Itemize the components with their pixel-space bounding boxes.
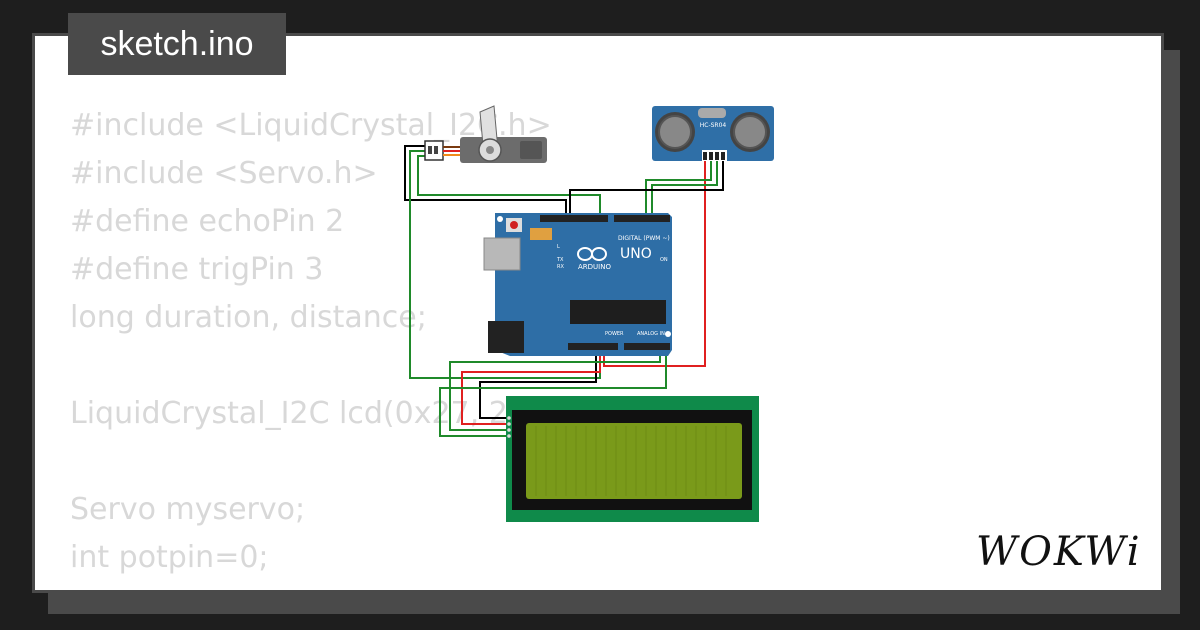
wire-servo-signal — [417, 155, 601, 218]
code-preview: #include <LiquidCrystal_I2C.h>#include <… — [70, 102, 587, 590]
ultrasonic-sensor[interactable]: HC-SR04 — [652, 106, 774, 161]
code-line: LiquidCrystal_I2C lcd(0x27, 20, 4); — [70, 396, 587, 431]
lcd-cell-grid — [535, 426, 727, 496]
power-header-label: POWER — [605, 331, 624, 337]
analog-header-label: ANALOG IN — [637, 331, 665, 337]
code-line: #define echoPin 2 — [70, 204, 345, 239]
rx-label: RX — [557, 264, 564, 270]
file-tab-title: sketch.ino — [68, 13, 286, 75]
arduino-uno-board[interactable]: DIGITAL (PWM ~) UNO ARDUINO TX RX ON L P… — [483, 213, 672, 356]
digital-header-label: DIGITAL (PWM ~) — [618, 235, 670, 242]
wire-lcd-sda — [449, 348, 661, 431]
servo-motor[interactable] — [424, 105, 547, 163]
on-label: ON — [660, 257, 668, 263]
wire-lcd-scl — [439, 348, 667, 437]
wire-sensor-gnd — [569, 160, 724, 218]
board-brand: ARDUINO — [578, 263, 611, 271]
code-line: int potpin=0; — [70, 540, 269, 575]
l-label: L — [557, 244, 560, 250]
tx-label: TX — [556, 257, 564, 263]
wire-servo-gnd — [404, 145, 567, 218]
code-line: #include <Servo.h> — [70, 156, 378, 191]
code-line: #define trigPin 3 — [70, 252, 324, 287]
sensor-label: HC-SR04 — [700, 122, 727, 129]
lcd-display[interactable] — [506, 396, 759, 522]
code-line: long duration, distance; — [70, 300, 427, 335]
arduino-logo-icon — [577, 247, 607, 261]
wire-sensor-echo — [651, 160, 718, 218]
code-line: int val=0; — [70, 582, 587, 590]
board-model: UNO — [620, 246, 652, 262]
wire-lcd-gnd — [479, 348, 597, 419]
code-line: Servo myservo; — [70, 492, 306, 527]
wire-sensor-trig — [645, 160, 712, 218]
wokwi-logo: WOKWi — [976, 529, 1142, 575]
wire-sensor-vcc — [603, 160, 706, 367]
wire-lcd-vcc — [461, 348, 601, 425]
lcd-pins — [507, 416, 511, 438]
wires — [404, 145, 724, 437]
